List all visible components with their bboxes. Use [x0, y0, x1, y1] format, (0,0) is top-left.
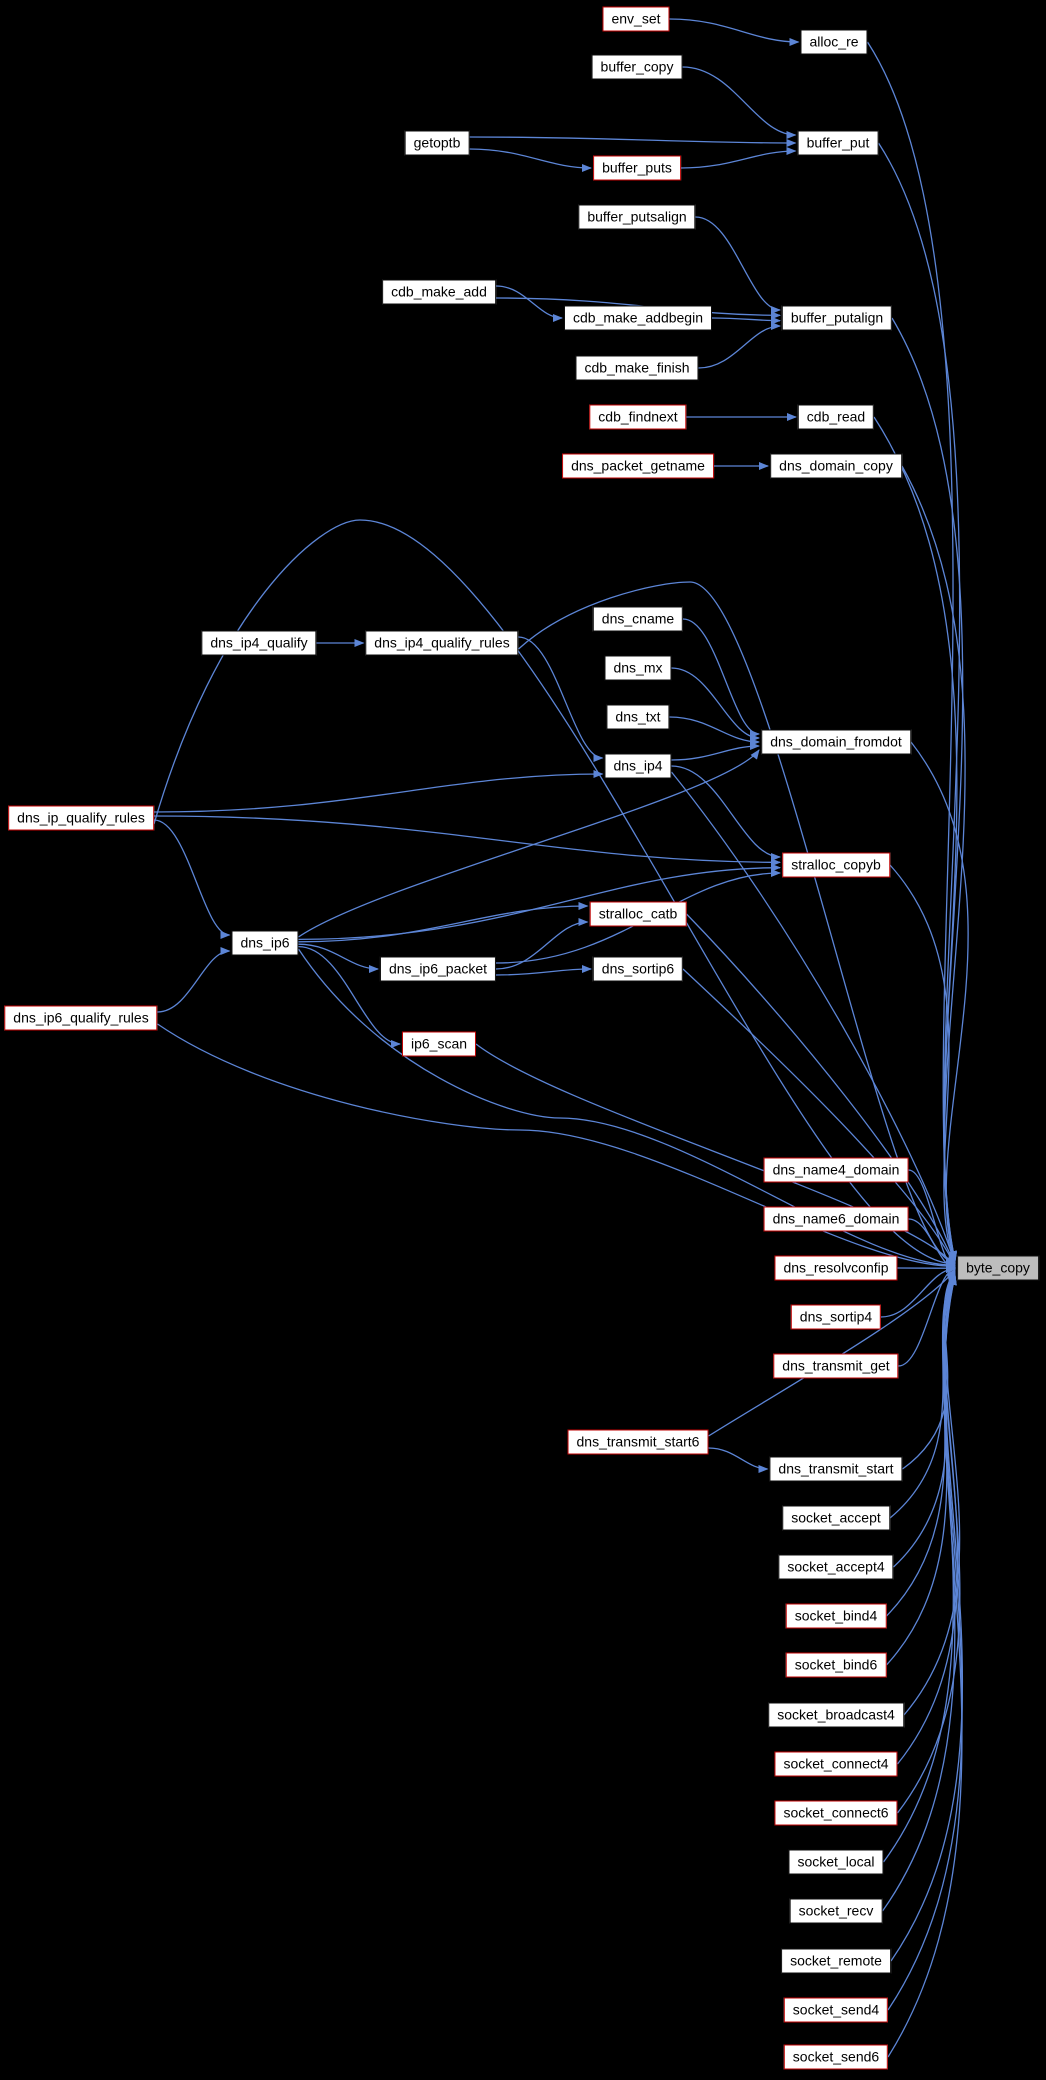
call-edge-dns_ip4_qualify_rules-to-dns_ip4 — [518, 636, 604, 762]
call-edge-stralloc_copyb-to-byte_copy — [889, 864, 956, 1266]
graph-node-dns_name6_domain[interactable]: dns_name6_domain — [763, 1206, 909, 1232]
graph-node-dns_packet_getname[interactable]: dns_packet_getname — [562, 453, 714, 479]
graph-node-dns_txt[interactable]: dns_txt — [606, 704, 670, 730]
call-edge-dns_ip6-to-dns_ip6_packet — [298, 943, 379, 973]
call-edge-buffer_copy-to-buffer_put — [682, 66, 797, 139]
graph-node-buffer_copy[interactable]: buffer_copy — [591, 54, 683, 80]
graph-node-dns_ip4[interactable]: dns_ip4 — [604, 753, 672, 779]
graph-node-buffer_putalign[interactable]: buffer_putalign — [781, 305, 893, 331]
graph-node-dns_domain_fromdot[interactable]: dns_domain_fromdot — [761, 729, 911, 755]
graph-node-cdb_read[interactable]: cdb_read — [797, 404, 875, 430]
call-edge-dns_ip6-to-stralloc_catb — [298, 902, 589, 943]
call-edge-dns_ip4-to-byte_copy — [670, 771, 957, 1265]
graph-node-socket_remote[interactable]: socket_remote — [781, 1948, 891, 1974]
call-edge-socket_send6-to-byte_copy — [887, 1275, 963, 2058]
graph-node-dns_ip4_qualify_rules[interactable]: dns_ip4_qualify_rules — [365, 630, 519, 656]
call-edge-dns_ip_qualify_rules-to-stralloc_copyb — [153, 815, 781, 867]
call-edge-dns_ip6-to-ip6_scan — [298, 945, 401, 1048]
graph-node-socket_send6[interactable]: socket_send6 — [783, 2044, 889, 2070]
call-edge-cdb_make_addbegin-to-buffer_putalign — [711, 316, 781, 325]
call-edge-getoptb-to-buffer_put — [469, 136, 797, 147]
call-edge-dns_transmit_start6-to-dns_transmit_start — [708, 1447, 769, 1473]
call-edge-dns_ip_qualify_rules-to-dns_ip6 — [153, 819, 231, 939]
graph-node-cdb_make_finish[interactable]: cdb_make_finish — [575, 355, 699, 381]
call-edge-dns_ip_qualify_rules-to-dns_ip4 — [153, 770, 604, 813]
call-edge-dns_sortip6-to-byte_copy — [682, 968, 956, 1267]
graph-node-dns_domain_copy[interactable]: dns_domain_copy — [770, 453, 902, 479]
graph-node-cdb_make_addbegin[interactable]: cdb_make_addbegin — [564, 305, 712, 331]
call-edge-socket_accept-to-byte_copy — [889, 1269, 956, 1519]
graph-node-buffer_puts[interactable]: buffer_puts — [593, 155, 681, 181]
graph-node-socket_bind4[interactable]: socket_bind4 — [785, 1603, 887, 1629]
graph-node-socket_bind6[interactable]: socket_bind6 — [785, 1652, 887, 1678]
graph-node-dns_mx[interactable]: dns_mx — [604, 655, 672, 681]
call-edge-dns_ip6_qualify_rules-to-dns_ip6 — [157, 947, 231, 1013]
graph-node-dns_transmit_start[interactable]: dns_transmit_start — [769, 1456, 903, 1482]
graph-node-socket_connect6[interactable]: socket_connect6 — [774, 1800, 898, 1826]
graph-node-socket_connect4[interactable]: socket_connect4 — [774, 1751, 898, 1777]
call-edge-cdb_make_add-to-cdb_make_addbegin — [495, 285, 563, 322]
call-edge-dns_domain_fromdot-to-byte_copy — [910, 741, 969, 1264]
graph-node-dns_sortip4[interactable]: dns_sortip4 — [790, 1304, 882, 1330]
graph-node-ip6_scan[interactable]: ip6_scan — [401, 1031, 477, 1057]
graph-node-alloc_re[interactable]: alloc_re — [800, 29, 868, 55]
call-edge-dns_mx-to-dns_domain_fromdot — [671, 667, 760, 742]
graph-node-dns_ip6_packet[interactable]: dns_ip6_packet — [379, 956, 497, 982]
call-edge-buffer_putsalign-to-buffer_putalign — [695, 216, 781, 314]
call-edge-env_set-to-alloc_re — [669, 18, 800, 46]
graph-node-socket_recv[interactable]: socket_recv — [789, 1898, 883, 1924]
graph-node-dns_cname[interactable]: dns_cname — [592, 606, 684, 632]
graph-node-dns_transmit_get[interactable]: dns_transmit_get — [773, 1353, 899, 1379]
graph-node-cdb_findnext[interactable]: cdb_findnext — [589, 404, 687, 430]
graph-node-dns_name4_domain[interactable]: dns_name4_domain — [763, 1157, 909, 1183]
graph-node-stralloc_copyb[interactable]: stralloc_copyb — [782, 852, 890, 878]
graph-node-getoptb[interactable]: getoptb — [404, 130, 470, 156]
call-edge-buffer_puts-to-buffer_put — [680, 147, 797, 169]
call-edge-dns_ip6_packet-to-dns_sortip6 — [495, 965, 592, 976]
call-edge-dns_transmit_start6-to-byte_copy — [708, 1268, 956, 1437]
graph-node-byte_copy: byte_copy — [957, 1255, 1039, 1281]
graph-node-socket_accept[interactable]: socket_accept — [782, 1505, 890, 1531]
graph-node-stralloc_catb[interactable]: stralloc_catb — [589, 901, 687, 927]
call-edge-dns_ip6-to-byte_copy — [297, 948, 956, 1270]
graph-node-dns_ip6[interactable]: dns_ip6 — [231, 930, 299, 956]
call-edge-dns_txt-to-dns_domain_fromdot — [669, 716, 760, 746]
call-edge-socket_connect4-to-byte_copy — [896, 1272, 959, 1765]
graph-node-dns_ip_qualify_rules[interactable]: dns_ip_qualify_rules — [8, 805, 154, 831]
call-edge-getoptb-to-buffer_puts — [469, 148, 592, 172]
call-edge-dns_ip6-to-dns_domain_fromdot — [298, 749, 760, 938]
call-edge-ip6_scan-to-byte_copy — [475, 1043, 956, 1268]
graph-node-env_set[interactable]: env_set — [602, 6, 670, 32]
call-edge-buffer_putalign-to-byte_copy — [891, 317, 964, 1262]
graph-node-dns_ip6_qualify_rules[interactable]: dns_ip6_qualify_rules — [4, 1005, 158, 1031]
graph-node-dns_sortip6[interactable]: dns_sortip6 — [592, 956, 684, 982]
graph-node-socket_accept4[interactable]: socket_accept4 — [778, 1554, 894, 1580]
call-edge-dns_ip4-to-stralloc_copyb — [671, 765, 781, 861]
call-edge-dns_ip6-to-stralloc_copyb — [298, 863, 781, 941]
call-edge-dns_ip_qualify_rules-to-byte_copy — [153, 519, 956, 1268]
graph-node-socket_send4[interactable]: socket_send4 — [783, 1997, 889, 2023]
graph-node-buffer_put[interactable]: buffer_put — [797, 130, 879, 156]
graph-node-dns_resolvconfip[interactable]: dns_resolvconfip — [774, 1255, 898, 1281]
graph-node-dns_ip4_qualify[interactable]: dns_ip4_qualify — [201, 630, 317, 656]
graph-node-cdb_make_add[interactable]: cdb_make_add — [382, 279, 496, 305]
call-edge-alloc_re-to-byte_copy — [866, 41, 957, 1261]
graph-node-socket_broadcast4[interactable]: socket_broadcast4 — [768, 1702, 904, 1728]
call-edge-socket_connect6-to-byte_copy — [896, 1272, 961, 1814]
call-edge-dns_ip4-to-dns_domain_fromdot — [671, 742, 760, 761]
call-edge-dns_ip6_qualify_rules-to-byte_copy — [157, 1023, 956, 1271]
call-edge-dns_cname-to-dns_domain_fromdot — [682, 618, 760, 738]
call-edge-dns_ip6_packet-to-stralloc_catb — [495, 918, 589, 970]
graph-node-socket_local[interactable]: socket_local — [788, 1849, 884, 1875]
call-edge-dns_name4_domain-to-byte_copy — [908, 1169, 956, 1272]
graph-node-buffer_putsalign[interactable]: buffer_putsalign — [578, 204, 696, 230]
call-edge-cdb_make_finish-to-buffer_putalign — [698, 322, 781, 369]
graph-node-dns_transmit_start6[interactable]: dns_transmit_start6 — [567, 1429, 709, 1455]
